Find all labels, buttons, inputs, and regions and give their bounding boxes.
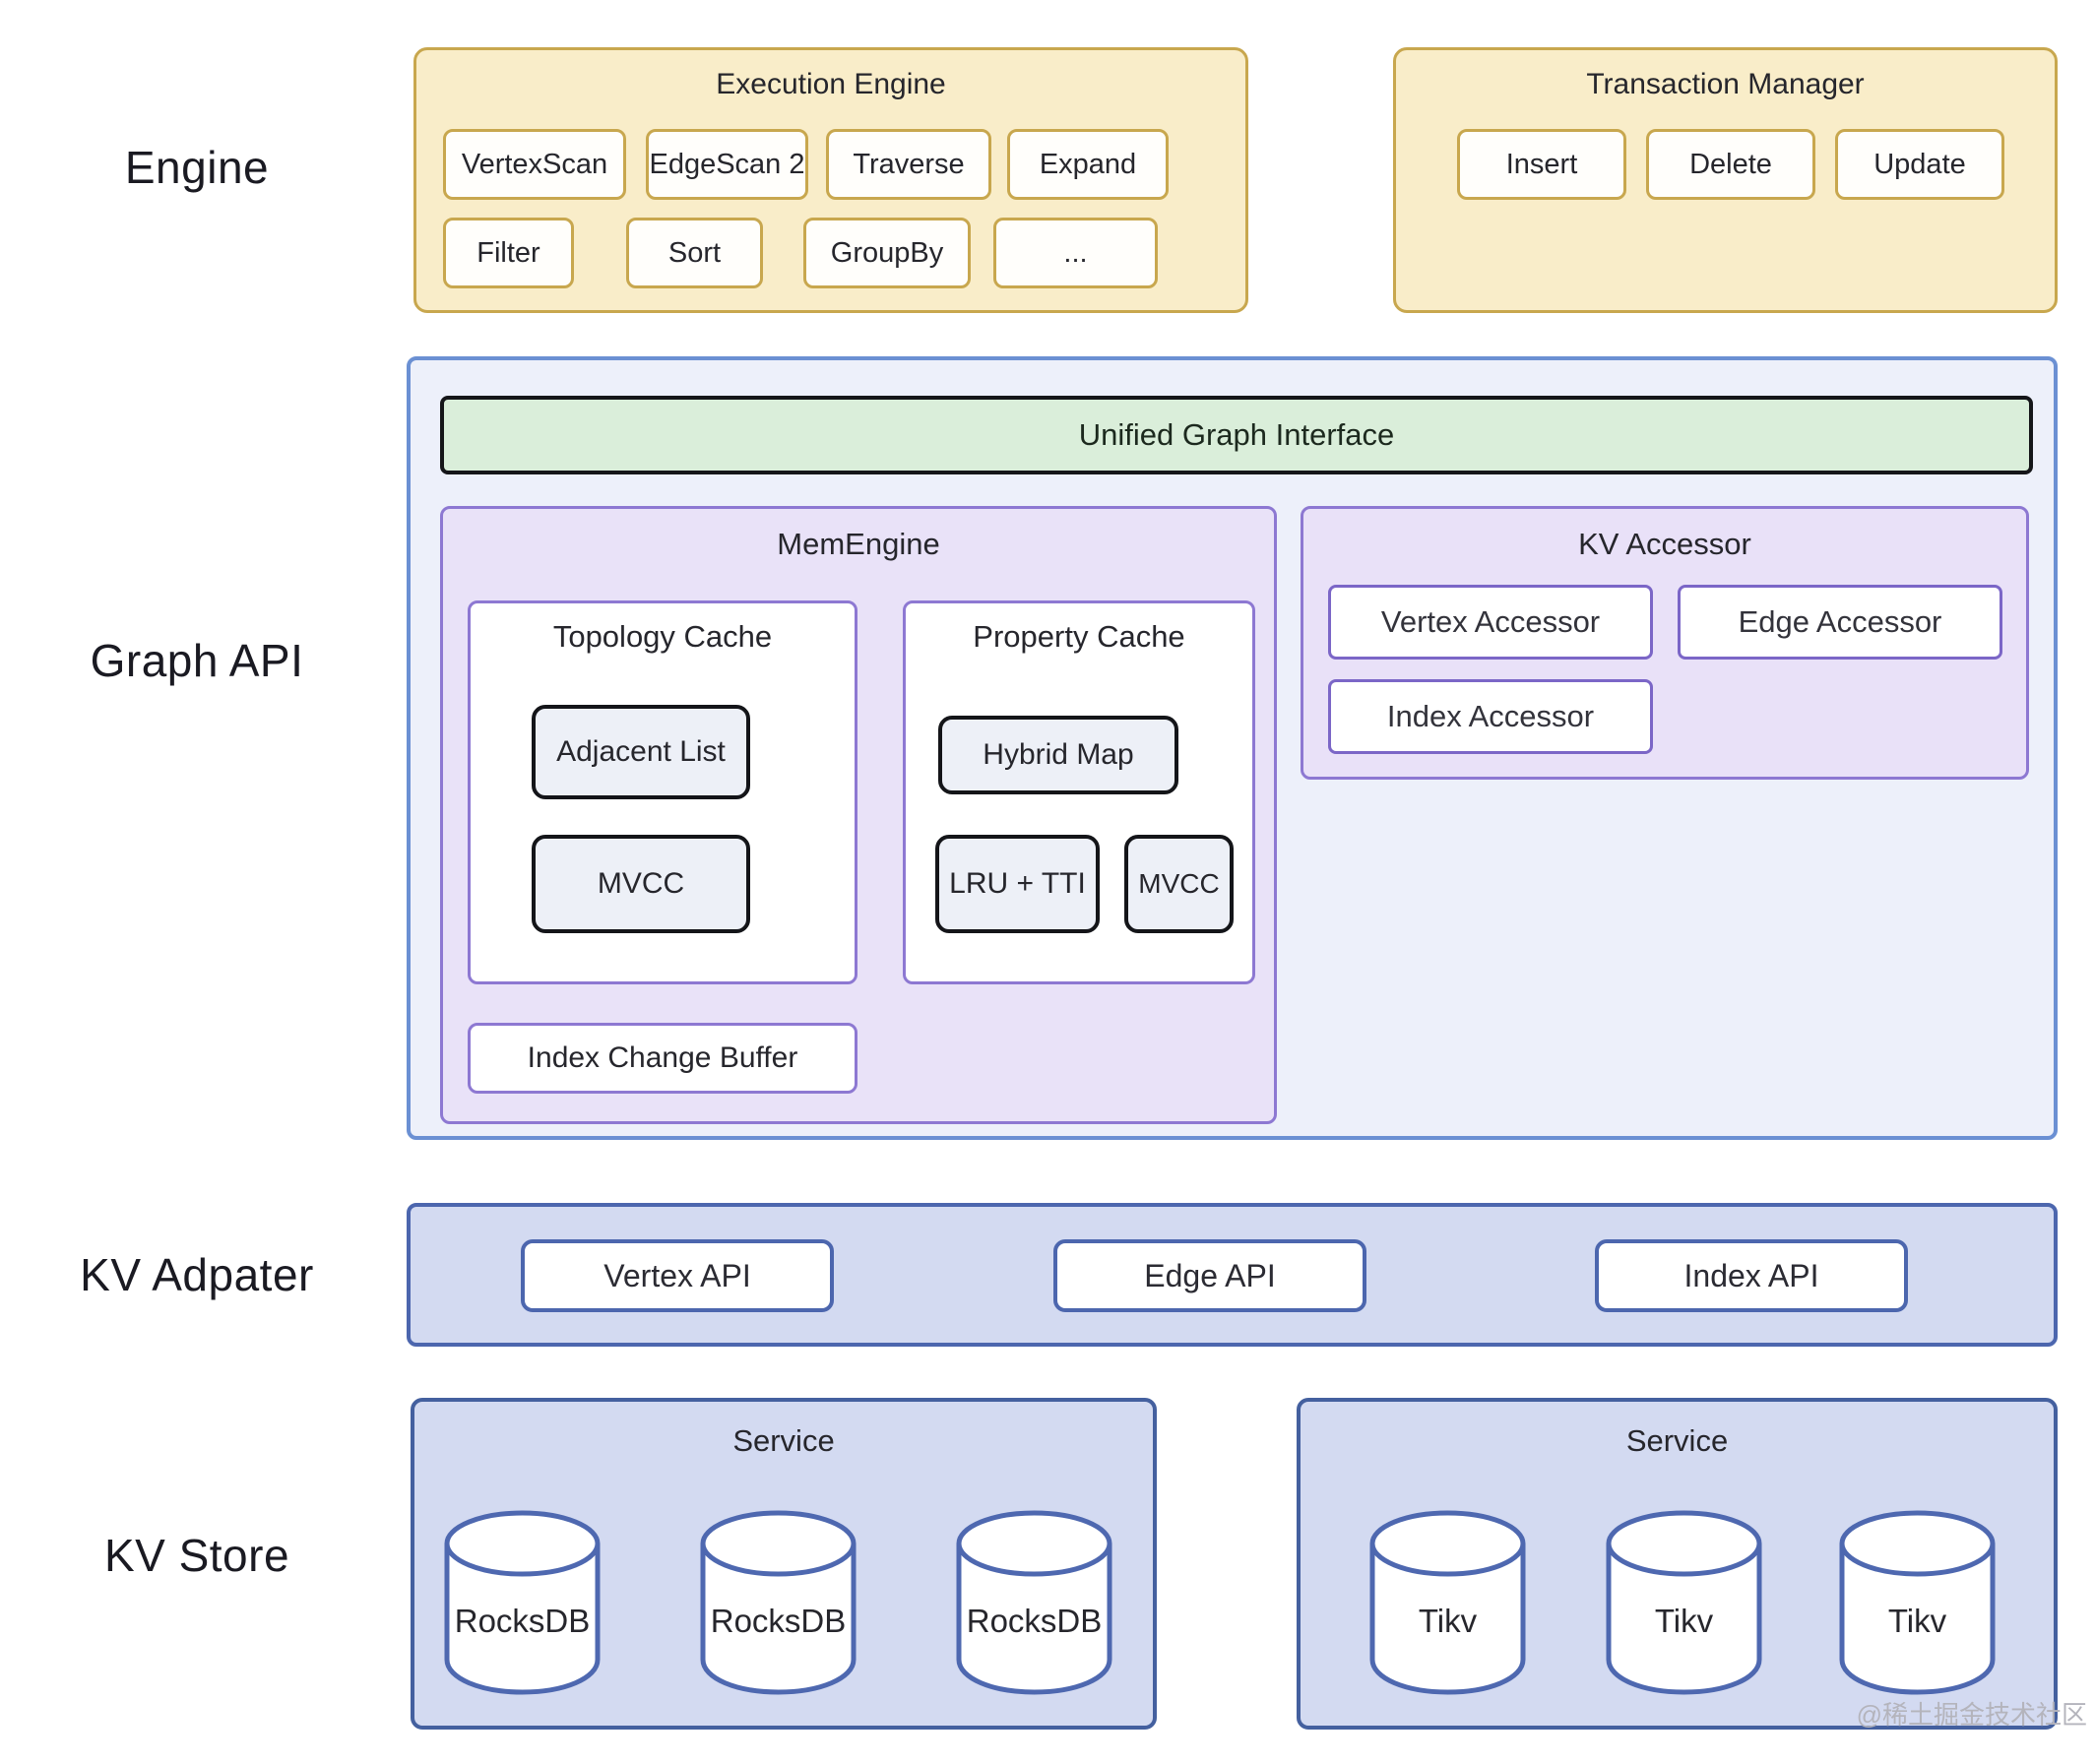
index-accessor-box: Index Accessor: [1328, 679, 1653, 754]
rocksdb-node: RocksDB: [442, 1508, 603, 1695]
operator-sort: Sort: [626, 218, 763, 288]
index-api-box: Index API: [1595, 1239, 1908, 1312]
transaction-manager-title: Transaction Manager: [1586, 68, 1865, 100]
execution-engine-box: Execution Engine VertexScan EdgeScan 2 T…: [413, 47, 1248, 313]
service-title: Service: [732, 1423, 835, 1458]
topology-cache-box: Topology Cache Adjacent List MVCC: [468, 600, 857, 984]
operator-edgescan2: EdgeScan 2: [646, 129, 808, 200]
tikv-node: Tikv: [1837, 1508, 1998, 1695]
watermark: @稀土掘金技术社区: [1856, 1700, 2087, 1730]
hybrid-map-box: Hybrid Map: [938, 716, 1178, 794]
node-label: RocksDB: [710, 1603, 847, 1639]
edge-accessor-box: Edge Accessor: [1678, 585, 2002, 660]
kv-accessor-box: KV Accessor Vertex Accessor Edge Accesso…: [1301, 506, 2029, 780]
operator-filter: Filter: [443, 218, 574, 288]
operation-insert: Insert: [1457, 129, 1626, 200]
database-icon: [444, 1510, 601, 1695]
property-cache-box: Property Cache Hybrid Map LRU + TTI MVCC: [903, 600, 1255, 984]
edge-api-box: Edge API: [1053, 1239, 1366, 1312]
property-cache-title: Property Cache: [973, 619, 1185, 654]
transaction-manager-box: Transaction Manager Insert Delete Update: [1393, 47, 2058, 313]
unified-graph-interface-bar: Unified Graph Interface: [440, 396, 2033, 474]
operator-traverse: Traverse: [826, 129, 991, 200]
database-icon: [1606, 1510, 1762, 1695]
operation-delete: Delete: [1646, 129, 1815, 200]
lru-tti-box: LRU + TTI: [935, 835, 1100, 933]
kv-accessor-title: KV Accessor: [1578, 527, 1751, 561]
rocksdb-node: RocksDB: [954, 1508, 1114, 1695]
property-mvcc-box: MVCC: [1124, 835, 1234, 933]
database-icon: [700, 1510, 857, 1695]
topology-cache-title: Topology Cache: [552, 619, 773, 654]
node-label: Tikv: [1887, 1603, 1947, 1639]
service-box-rocksdb: Service RocksDB RocksDB RocksDB: [411, 1398, 1157, 1730]
vertex-accessor-box: Vertex Accessor: [1328, 585, 1653, 660]
mem-engine-title: MemEngine: [777, 527, 940, 561]
node-label: Tikv: [1654, 1603, 1714, 1639]
execution-engine-title: Execution Engine: [716, 68, 946, 100]
operator-groupby: GroupBy: [803, 218, 971, 288]
index-change-buffer-box: Index Change Buffer: [468, 1023, 857, 1094]
node-label: Tikv: [1418, 1603, 1478, 1639]
row-label-engine: Engine: [124, 142, 270, 193]
tikv-node: Tikv: [1604, 1508, 1764, 1695]
service-title: Service: [1625, 1423, 1729, 1458]
tikv-node: Tikv: [1367, 1508, 1528, 1695]
service-box-tikv: Service Tikv Tikv Tikv: [1297, 1398, 2058, 1730]
row-label-kv-adapter: KV Adpater: [80, 1249, 314, 1300]
operation-update: Update: [1835, 129, 2004, 200]
database-icon: [1369, 1510, 1526, 1695]
rocksdb-node: RocksDB: [698, 1508, 858, 1695]
database-icon: [1839, 1510, 1996, 1695]
node-label: RocksDB: [454, 1603, 591, 1639]
vertex-api-box: Vertex API: [521, 1239, 834, 1312]
kv-adapter-box: Vertex API Edge API Index API: [407, 1203, 2058, 1347]
operator-vertexscan: VertexScan: [443, 129, 626, 200]
row-label-graph-api: Graph API: [90, 635, 304, 686]
graph-api-box: Unified Graph Interface MemEngine Topolo…: [407, 356, 2058, 1140]
node-label: RocksDB: [966, 1603, 1103, 1639]
row-label-kv-store: KV Store: [103, 1530, 290, 1581]
operator-ellipsis: ...: [993, 218, 1158, 288]
operator-expand: Expand: [1007, 129, 1169, 200]
adjacent-list-box: Adjacent List: [532, 705, 750, 799]
mem-engine-box: MemEngine Topology Cache Adjacent List M…: [440, 506, 1277, 1124]
database-icon: [956, 1510, 1112, 1695]
topology-mvcc-box: MVCC: [532, 835, 750, 933]
